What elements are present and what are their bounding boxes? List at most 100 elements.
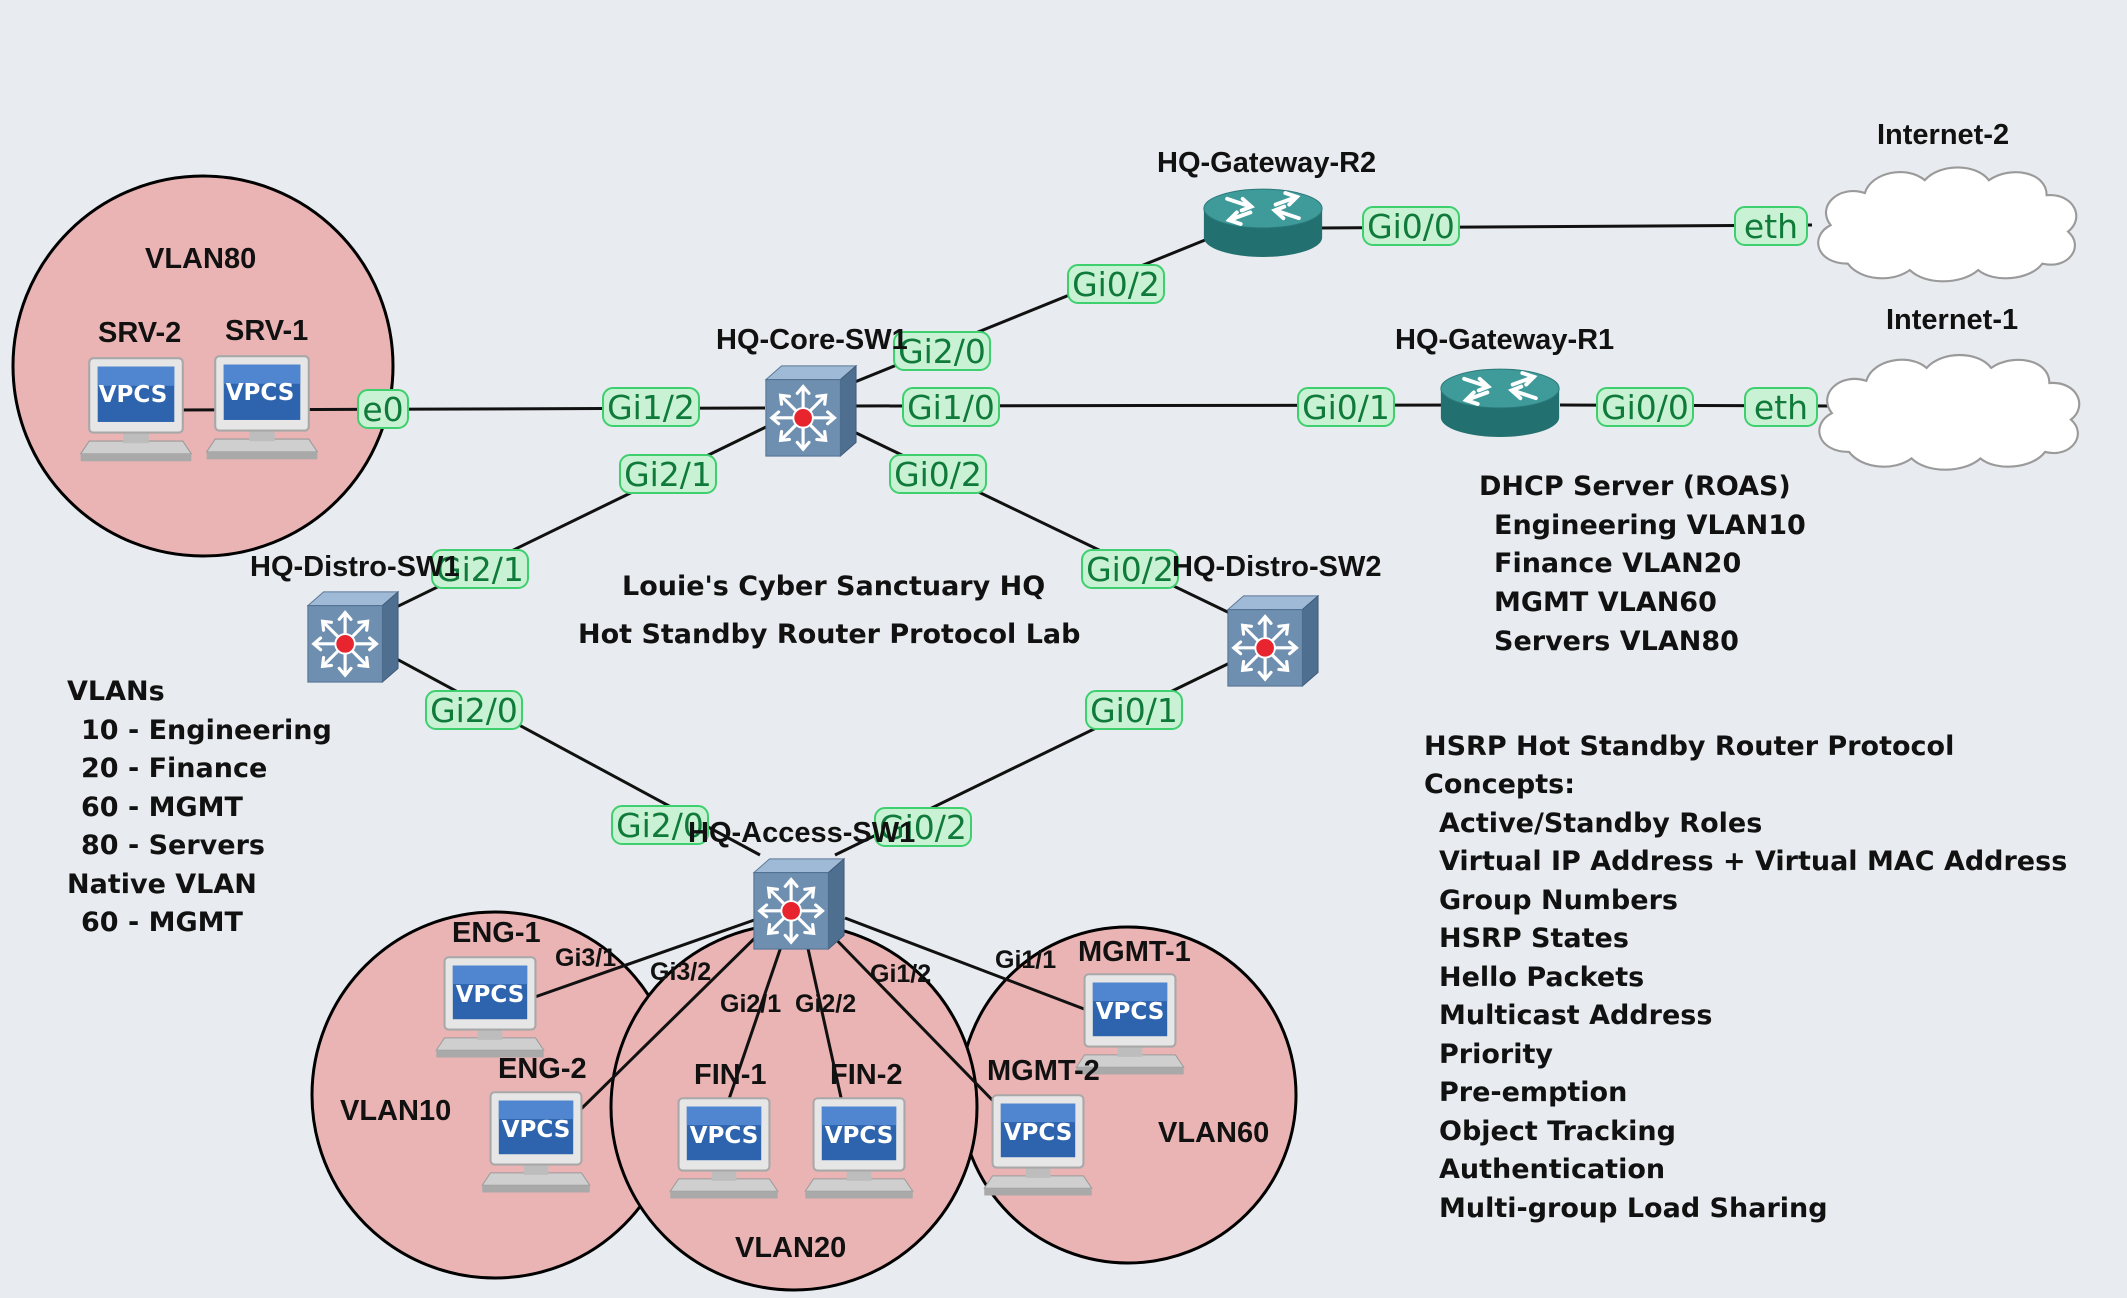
zone-label-vlan60: VLAN60 [1158,1117,1269,1149]
port-badge-box [611,805,709,845]
vpcs-label: VPCS [825,1123,894,1149]
port-label: Gi0/0 [1367,207,1455,246]
port-label: Gi2/1 [624,455,712,494]
device-label: HQ-Gateway-R2 [1157,147,1376,179]
pc-mgmt1[interactable]: VPCS [1075,973,1185,1076]
port-label: Gi2/0 [898,332,986,371]
vpcs-label: VPCS [502,1117,571,1143]
port-label: Gi1/2 [870,960,931,988]
link-access-eng1 [531,916,761,1000]
device-label: HQ-Access-SW1 [688,817,915,849]
port-badge-box [425,690,523,730]
port-label: Gi0/1 [1302,388,1390,427]
note-line: Hello Packets [1439,962,1644,993]
note-line: Virtual IP Address + Virtual MAC Address [1439,846,2067,877]
note-line: Finance VLAN20 [1494,548,1741,579]
device-label: SRV-2 [98,317,181,349]
device-label: MGMT-2 [987,1055,1100,1087]
switch-icon[interactable] [306,590,400,684]
port-label: Gi3/2 [650,958,711,986]
note-line: DHCP Server (ROAS) [1479,471,1791,502]
note-line: HSRP Hot Standby Router Protocol [1424,731,1954,762]
link-access-eng2 [576,926,767,1114]
pc-mgmt2[interactable]: VPCS [983,1094,1093,1197]
vpcs-label: VPCS [690,1123,759,1149]
note-line: Multi-group Load Sharing [1439,1193,1828,1224]
vpcs-label: VPCS [226,380,295,406]
note-line: Native VLAN [67,869,257,900]
switch-icon[interactable] [764,364,858,458]
port-badge: Gi1/2 [602,387,700,427]
port-badge: Gi0/1 [1297,387,1395,427]
zone-label-vlan20: VLAN20 [735,1232,846,1264]
note-line: Authentication [1439,1154,1665,1185]
pc-fin2[interactable]: VPCS [804,1097,914,1200]
port-badge-box [1085,690,1183,730]
port-badge: Gi1/0 [902,387,1000,427]
note-line: 60 - MGMT [81,792,243,823]
device-label: HQ-Distro-SW2 [1172,551,1381,583]
port-badge: eth [1734,206,1808,246]
port-badge-box [1081,549,1179,589]
vpcs-label: VPCS [1096,999,1165,1025]
device-label: HQ-Core-SW1 [716,324,908,356]
port-label: Gi1/0 [907,388,995,427]
note-line: Engineering VLAN10 [1494,510,1806,541]
note-line: VLANs [67,676,165,707]
note-line: 60 - MGMT [81,907,243,938]
zone-label-vlan80: VLAN80 [145,243,256,275]
port-badge-box [893,331,991,371]
device-label: Internet-2 [1877,119,2009,151]
port-label: Gi1/1 [995,946,1056,974]
pc-fin1[interactable]: VPCS [669,1097,779,1200]
port-label: Gi0/2 [894,455,982,494]
note-line: Object Tracking [1439,1116,1676,1147]
router-icon[interactable] [1441,369,1559,437]
link-access-mgmt1 [844,916,1093,1014]
port-label: Gi0/1 [1090,691,1178,730]
port-badge: Gi0/1 [1085,690,1183,730]
device-label: HQ-Gateway-R1 [1395,324,1614,356]
pc-eng2[interactable]: VPCS [481,1091,591,1194]
cloud-icon[interactable] [1817,166,2078,283]
vlan-notes: VLANs 10 - Engineering 20 - Finance 60 -… [67,676,332,938]
port-badge: Gi0/0 [1596,387,1694,427]
port-badge-box [431,549,529,589]
cloud-icon[interactable] [1818,353,2081,471]
port-badge-box [1362,206,1460,246]
router-icon[interactable] [1204,189,1322,257]
port-badge-box [889,454,987,494]
switch-icon[interactable] [752,857,846,951]
device-label: MGMT-1 [1078,936,1191,968]
port-badge: Gi2/1 [619,454,717,494]
hsrp-notes: HSRP Hot Standby Router Protocol Concept… [1424,731,2067,1224]
port-label: Gi2/0 [430,691,518,730]
port-label: Gi3/1 [555,944,616,972]
port-badge-box [1297,387,1395,427]
lab-subtitle: Hot Standby Router Protocol Lab [578,619,1080,650]
port-badge-box [902,387,1000,427]
pc-eng1[interactable]: VPCS [435,956,545,1059]
note-line: Pre-emption [1439,1077,1627,1108]
note-line: 20 - Finance [81,753,267,784]
port-badge-box [619,454,717,494]
access-port-labels: Gi3/1 Gi3/2 Gi2/1 Gi2/2 Gi1/2 Gi1/1 [555,944,1056,1018]
pc-srv2[interactable]: VPCS [79,357,193,463]
note-line: Servers VLAN80 [1494,626,1739,657]
port-label: Gi1/2 [607,388,695,427]
pc-srv1[interactable]: VPCS [205,355,319,461]
port-badge: Gi0/2 [1081,549,1179,589]
note-line: MGMT VLAN60 [1494,587,1717,618]
port-badge: Gi0/2 [889,454,987,494]
vlan80-zone [11,174,395,558]
port-badge-box [602,387,700,427]
device-label: ENG-1 [452,917,541,949]
switch-icon[interactable] [1226,594,1320,688]
port-label: eth [1744,207,1798,246]
port-badge-box [357,389,409,429]
port-badge: Gi2/0 [611,805,709,845]
port-label: e0 [362,390,403,429]
link-access-fin1 [726,934,787,1103]
port-badge: Gi0/0 [1362,206,1460,246]
vpcs-label: VPCS [1004,1120,1073,1146]
